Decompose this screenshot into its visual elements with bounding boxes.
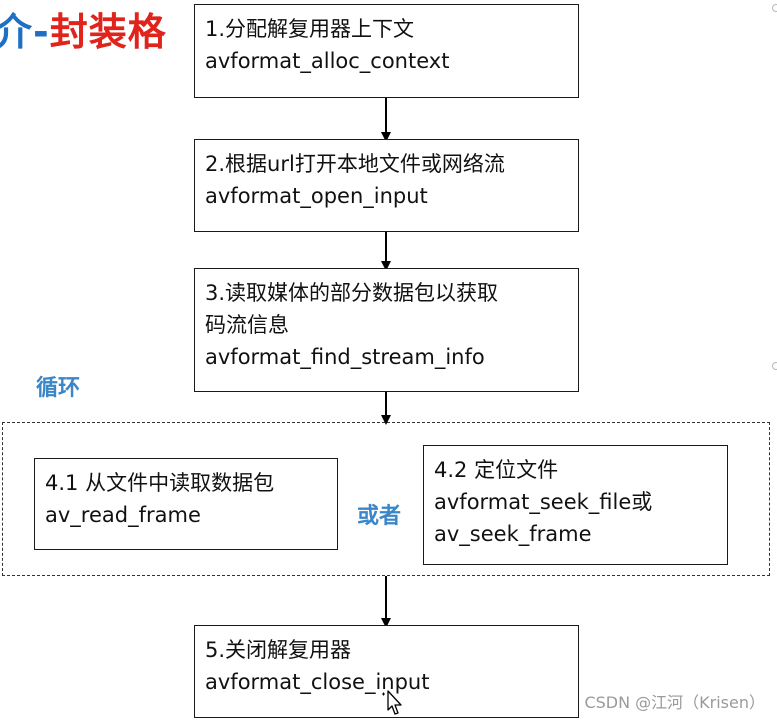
step-2-function: avformat_open_input [205,184,428,208]
step-2-title: 2.根据url打开本地文件或网络流 [205,152,505,176]
step-3-title-line1: 3.读取媒体的部分数据包以获取 [205,281,499,305]
edge-handle-middle [772,362,777,370]
step-5-title: 5.关闭解复用器 [205,638,352,662]
loop-label: 循环 [36,376,81,401]
title-part-blue: 介- [0,10,50,54]
step-4-2-title: 4.2 定位文件 [434,458,559,482]
step-3-title-line2: 码流信息 [205,313,289,337]
loop-region [2,422,770,576]
step-4-1-box: 4.1 从文件中读取数据包 av_read_frame [34,458,338,550]
mouse-cursor-icon [382,690,402,715]
title-part-red: 封装格 [49,10,167,54]
step-4-2-function-1: avformat_seek_file或 [434,490,653,514]
step-5-box: 5.关闭解复用器 avformat_close_input [194,625,579,718]
step-5-function: avformat_close_input [205,670,430,694]
step-4-1-function: av_read_frame [45,503,201,527]
step-3-function: avformat_find_stream_info [205,345,485,369]
step-1-title: 1.分配解复用器上下文 [205,17,415,41]
step-4-2-box: 4.2 定位文件 avformat_seek_file或 av_seek_fra… [423,445,728,565]
step-3-box: 3.读取媒体的部分数据包以获取 码流信息 avformat_find_strea… [194,268,579,392]
edge-handle-top [772,4,777,12]
step-4-1-title: 4.1 从文件中读取数据包 [45,471,275,495]
csdn-watermark: CSDN @江河（Krisen） [584,693,765,712]
step-1-box: 1.分配解复用器上下文 avformat_alloc_context [194,4,579,98]
page-title-fragment: 介-封装格 [0,8,167,56]
step-1-function: avformat_alloc_context [205,49,450,73]
step-4-2-function-2: av_seek_frame [434,522,592,546]
step-2-box: 2.根据url打开本地文件或网络流 avformat_open_input [194,139,579,232]
or-label: 或者 [357,504,402,529]
